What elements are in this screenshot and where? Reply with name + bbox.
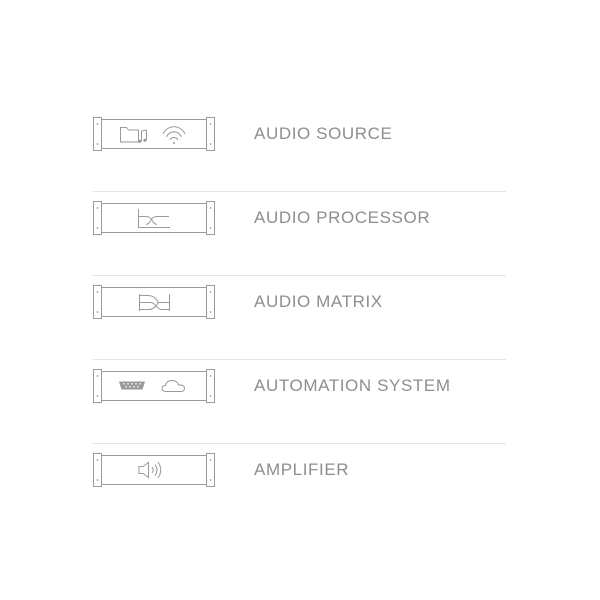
rack-frame [93,369,215,403]
rack-unit-audio-matrix [93,285,215,319]
speaker-icon [138,461,162,479]
device-label: AUDIO MATRIX [254,292,383,311]
device-label: AMPLIFIER [254,460,350,479]
device-row-audio-matrix: AUDIO MATRIX [93,276,506,360]
device-row-automation-system: AUTOMATION SYSTEM [93,360,506,444]
rack-frame [93,453,215,487]
rack-unit-audio-processor [93,201,215,235]
device-row-amplifier: AMPLIFIER [93,444,506,527]
device-label: AUDIO PROCESSOR [254,208,431,227]
rack-unit-amplifier [93,453,215,487]
device-row-audio-processor: AUDIO PROCESSOR [93,192,506,276]
music-folder-icon [120,127,147,143]
rack-frame [93,201,215,235]
rack-unit-automation-system [93,369,215,403]
serial-port-icon [119,381,145,390]
crossover-filter-icon [138,209,170,228]
rack-frame [93,117,215,151]
rack-unit-audio-source [93,117,215,151]
device-list: AUDIO SOURCE [93,108,506,527]
rack-frame [93,285,215,319]
device-label: AUDIO SOURCE [254,124,393,143]
signal-router-icon [139,294,170,311]
device-label: AUTOMATION SYSTEM [254,376,451,395]
wifi-icon [162,126,186,144]
cloud-icon [161,379,186,392]
device-row-audio-source: AUDIO SOURCE [93,108,506,192]
